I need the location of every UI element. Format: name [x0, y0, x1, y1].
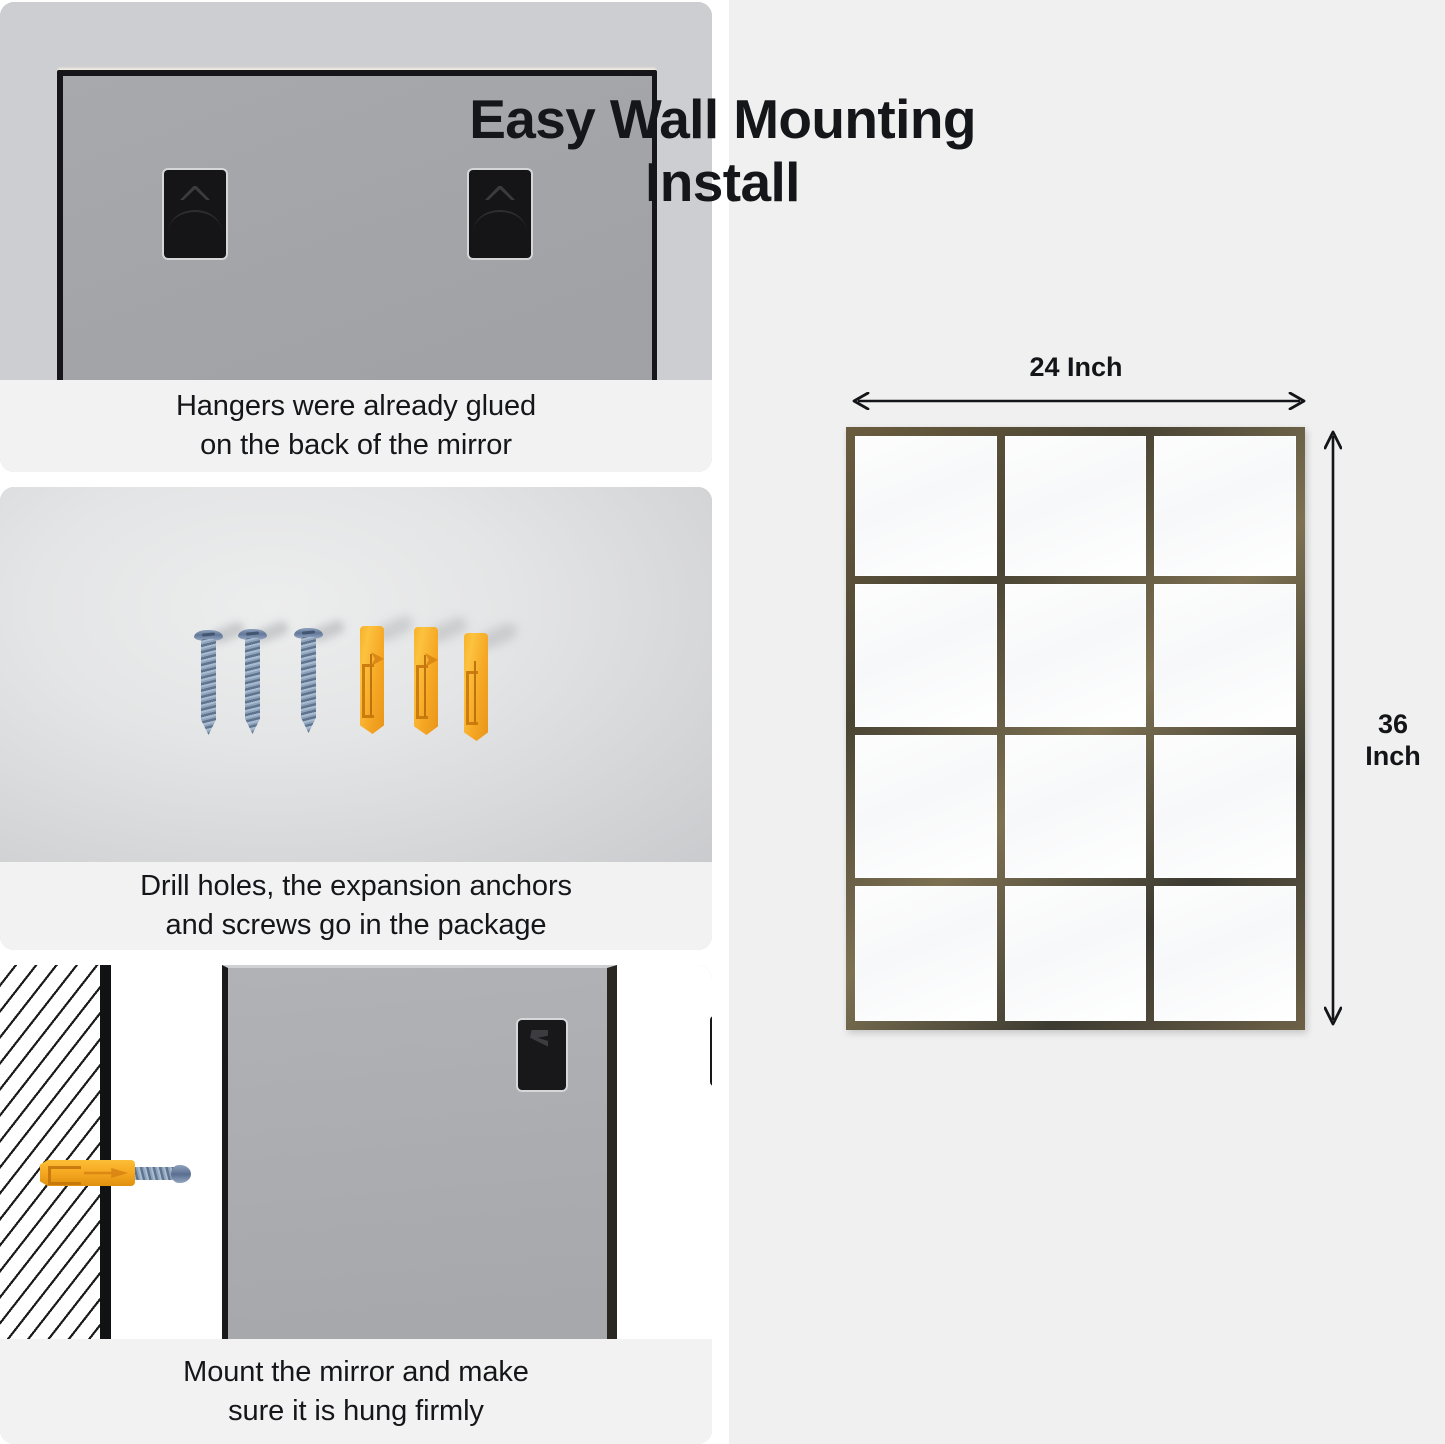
- mounted-hanger-left-icon: [518, 1020, 566, 1090]
- height-dimension-arrow-icon: [1324, 430, 1342, 1026]
- height-dimension-label: 36 Inch: [1348, 709, 1438, 773]
- inserted-screw-icon: [128, 1165, 191, 1183]
- width-dimension-label: 24 Inch: [1029, 352, 1123, 382]
- hardware-photo: [0, 487, 712, 862]
- mirror-pane: [1154, 735, 1296, 879]
- wall-surface-line: [100, 965, 111, 1353]
- page-title: Easy Wall Mounting Install: [0, 88, 1445, 215]
- steps-column: Hangers were already glued on the back o…: [0, 0, 714, 1444]
- mirror-backing-board: [63, 76, 652, 380]
- hanger-right-icon: [469, 170, 531, 258]
- mirror-pane: [855, 584, 997, 728]
- mirror-pane: [1004, 886, 1147, 1021]
- caption-line-1: Mount the mirror and make: [183, 1355, 529, 1388]
- mirror-pane: [1004, 584, 1147, 728]
- mirror-pane: [855, 735, 997, 879]
- mirror-pane: [855, 886, 997, 1021]
- mirror-pane: [1154, 584, 1296, 728]
- step-caption-hardware: Drill holes, the expansion anchors and s…: [0, 862, 712, 950]
- title-line-2: Install: [645, 151, 800, 214]
- windowpane-mirror-illustration: [846, 427, 1305, 1030]
- step-caption-hangers: Hangers were already glued on the back o…: [0, 380, 712, 472]
- mirror-pane: [855, 436, 997, 577]
- mirror-frame-back: [57, 70, 657, 380]
- mounted-hanger-right-icon: [710, 1016, 712, 1086]
- caption-line-2: on the back of the mirror: [200, 429, 512, 461]
- mirror-pane-grid: [855, 436, 1296, 1021]
- caption-line-1: Drill holes, the expansion anchors: [140, 870, 572, 903]
- step-caption-mount: Mount the mirror and make sure it is hun…: [0, 1339, 712, 1444]
- width-dimension-arrow-icon: [852, 392, 1306, 410]
- mirror-pane: [1154, 886, 1296, 1021]
- step-card-mount: Mount the mirror and make sure it is hun…: [0, 965, 712, 1444]
- caption-line-2: sure it is hung firmly: [228, 1394, 484, 1427]
- step-card-hardware: Drill holes, the expansion anchors and s…: [0, 487, 712, 950]
- mirror-pane: [1004, 735, 1147, 879]
- step-card-hangers: Hangers were already glued on the back o…: [0, 2, 712, 472]
- height-unit: Inch: [1365, 740, 1421, 771]
- mirror-side-view: [222, 965, 712, 1353]
- wall-hatch-pattern: [0, 965, 100, 1353]
- caption-line-2: and screws go in the package: [165, 909, 547, 941]
- mirror-pane: [1004, 436, 1147, 577]
- height-value: 36: [1377, 709, 1409, 739]
- inserted-anchor-icon: [40, 1160, 135, 1186]
- title-line-1: Easy Wall Mounting: [469, 88, 976, 150]
- mount-diagram: [0, 965, 712, 1353]
- mirror-back-photo: [0, 2, 712, 380]
- hanger-left-icon: [164, 170, 226, 258]
- mirror-pane: [1154, 436, 1296, 577]
- caption-line-1: Hangers were already glued: [175, 390, 537, 423]
